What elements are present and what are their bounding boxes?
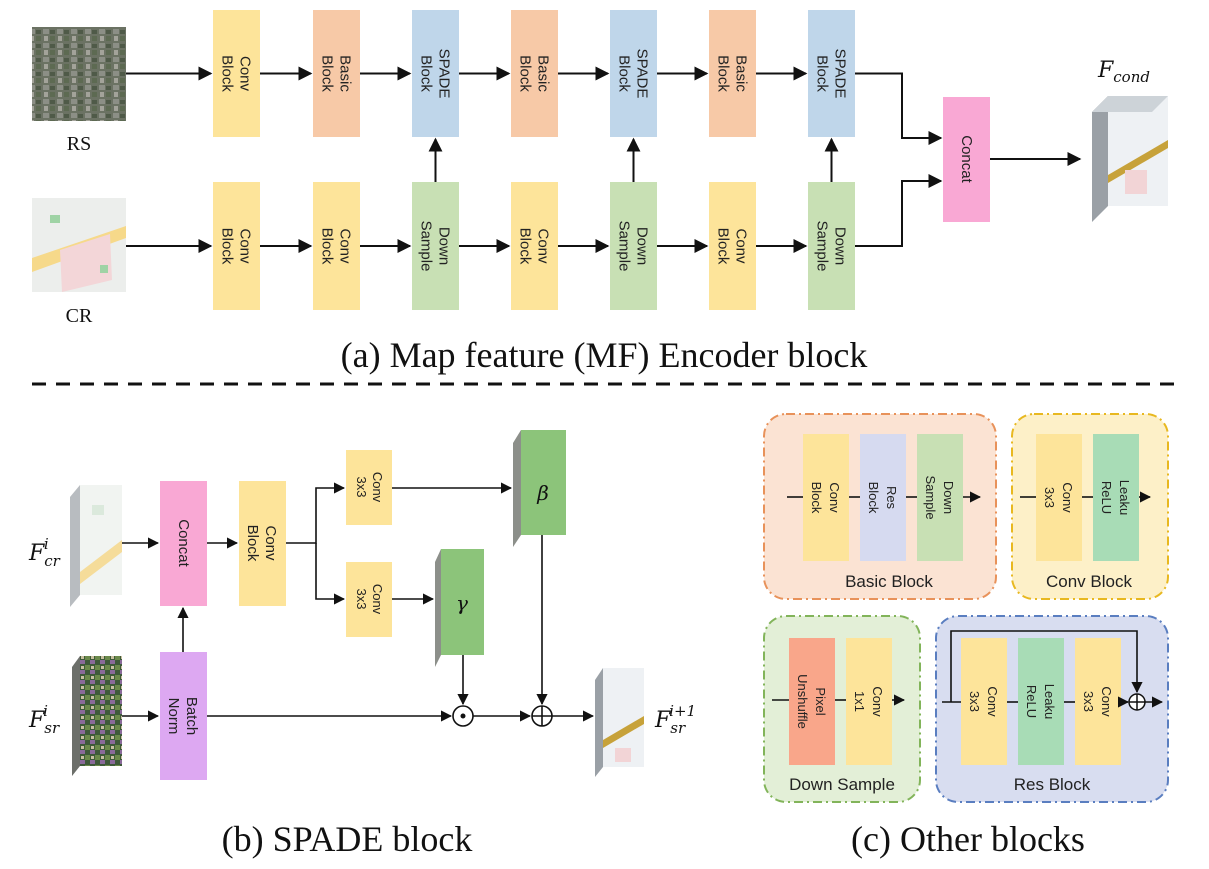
fsr-feature-map — [72, 656, 122, 776]
spade-conv3x3-beta — [346, 450, 392, 525]
spade-concat-block — [160, 481, 207, 606]
fout-feature-map — [595, 668, 644, 777]
encoder-section: RS CR ConvBlock BasicBlock SPADEBlock Basic… — [32, 10, 1168, 375]
down-sample-item-2-label: Conv1x1 — [852, 686, 885, 717]
spade-conv-block-label: ConvBlock — [244, 525, 279, 562]
encoder-bottom-block-3: DownSample — [412, 182, 459, 310]
conv-block-item-2-label: LeakuReLU — [1099, 480, 1132, 515]
encoder-top-block-4: BasicBlock — [511, 10, 558, 137]
basic-block-item-3-label: DownSample — [923, 475, 956, 519]
encoder-arrows — [126, 66, 1082, 253]
res-block-item-3-label: Conv3x3 — [1081, 686, 1114, 717]
rs-image — [32, 27, 126, 121]
spade-conv3x3-gamma-label: Conv3x3 — [354, 584, 385, 615]
fcr-feature-map — [70, 485, 122, 607]
res-block-item-2: LeakuReLU — [1018, 638, 1064, 765]
res-block-item-1-label: Conv3x3 — [967, 686, 1000, 717]
encoder-bottom-block-1-label: ConvBlock — [219, 228, 254, 265]
basic-block-item-1-label: ConvBlock — [809, 482, 842, 514]
encoder-top-block-2-label: BasicBlock — [319, 55, 354, 92]
basic-block-items: ConvBlock ResBlock DownSample — [787, 434, 982, 561]
fsr-label: Fsri — [28, 702, 60, 737]
encoder-bottom-block-6-label: ConvBlock — [715, 228, 750, 265]
fcr-label: Fcri — [28, 535, 61, 570]
encoder-top-block-1-label: ConvBlock — [219, 55, 254, 92]
batch-norm-label: BatchNorm — [165, 697, 200, 735]
encoder-bottom-block-2-label: ConvBlock — [319, 228, 354, 265]
fout-label: Fsri+1 — [654, 702, 696, 737]
encoder-top-block-5-label: SPADEBlock — [616, 49, 651, 99]
spade-conv-block — [239, 481, 286, 606]
basic-block-title: Basic Block — [845, 572, 933, 591]
beta-symbol: β — [536, 481, 549, 505]
encoder-top-block-3-label: SPADEBlock — [418, 49, 453, 99]
down-sample-item-2: Conv1x1 — [846, 638, 892, 765]
rs-label: RS — [67, 133, 91, 155]
batch-norm-block — [160, 652, 207, 780]
res-block-items: Conv3x3 LeakuReLU Conv3x3 — [942, 630, 1164, 765]
encoder-bottom-block-3-label: DownSample — [418, 221, 453, 272]
encoder-bottom-block-7-label: DownSample — [814, 221, 849, 272]
other-blocks-caption: (c) Other blocks — [851, 819, 1085, 859]
conv-block-title: Conv Block — [1046, 572, 1132, 591]
encoder-bottom-block-4: ConvBlock — [511, 182, 558, 310]
encoder-top-block-4-label: BasicBlock — [517, 55, 552, 92]
fcond-label: Fcond — [1097, 58, 1150, 86]
res-block-item-2-label: LeakuReLU — [1024, 684, 1057, 719]
spade-section: Fcri Fsri Concat BatchNorm ConvBlock Con… — [28, 430, 696, 859]
encoder-top-block-7: SPADEBlock — [808, 10, 855, 137]
spade-concat-label: Concat — [175, 519, 192, 567]
encoder-bottom-block-6: ConvBlock — [709, 182, 756, 310]
encoder-top-block-3: SPADEBlock — [412, 10, 459, 137]
down-sample-title: Down Sample — [789, 775, 895, 794]
cr-label: CR — [66, 305, 93, 327]
basic-block-item-2: ResBlock — [860, 434, 906, 561]
res-block-item-3: Conv3x3 — [1075, 638, 1121, 765]
encoder-concat-block — [943, 97, 990, 222]
conv-block-items: Conv3x3 LeakuReLU — [1020, 434, 1152, 561]
encoder-bottom-block-5-label: DownSample — [616, 221, 651, 272]
encoder-bottom-block-4-label: ConvBlock — [517, 228, 552, 265]
encoder-caption: (a) Map feature (MF) Encoder block — [341, 335, 868, 375]
fcond-feature-map — [1092, 96, 1168, 222]
encoder-bottom-block-1: ConvBlock — [213, 182, 260, 310]
encoder-top-block-6: BasicBlock — [709, 10, 756, 137]
beta-param-map — [513, 430, 566, 547]
conv-block-item-1: Conv3x3 — [1036, 434, 1082, 561]
basic-block-item-3: DownSample — [917, 434, 963, 561]
spade-caption: (b) SPADE block — [222, 819, 473, 859]
encoder-top-block-1: ConvBlock — [213, 10, 260, 137]
down-sample-item-1: PixelUnshuffle — [789, 638, 835, 765]
encoder-top-row: ConvBlock BasicBlock SPADEBlock BasicBlock S… — [213, 10, 855, 137]
basic-block-item-1: ConvBlock — [803, 434, 849, 561]
cr-image — [32, 198, 126, 292]
encoder-bottom-row: ConvBlock ConvBlock DownSample ConvBlock Dow… — [213, 182, 855, 310]
gamma-symbol: γ — [456, 591, 468, 615]
encoder-top-block-6-label: BasicBlock — [715, 55, 750, 92]
spade-arrows — [122, 482, 595, 722]
multiply-dot — [460, 713, 466, 719]
basic-block-item-2-label: ResBlock — [866, 482, 899, 514]
spade-conv3x3-gamma — [346, 562, 392, 637]
down-sample-item-1-label: PixelUnshuffle — [795, 674, 828, 729]
spade-conv3x3-beta-label: Conv3x3 — [354, 472, 385, 503]
down-sample-items: PixelUnshuffle Conv1x1 — [772, 638, 906, 765]
encoder-top-block-5: SPADEBlock — [610, 10, 657, 137]
encoder-bottom-block-7: DownSample — [808, 182, 855, 310]
conv-block-item-1-label: Conv3x3 — [1042, 482, 1075, 513]
encoder-bottom-block-2: ConvBlock — [313, 182, 360, 310]
res-block-item-1: Conv3x3 — [961, 638, 1007, 765]
encoder-top-block-2: BasicBlock — [313, 10, 360, 137]
encoder-bottom-block-5: DownSample — [610, 182, 657, 310]
gamma-param-map — [435, 549, 484, 667]
conv-block-item-2: LeakuReLU — [1093, 434, 1139, 561]
encoder-top-block-7-label: SPADEBlock — [814, 49, 849, 99]
res-block-title: Res Block — [1014, 775, 1091, 794]
encoder-concat-label: Concat — [958, 135, 975, 183]
